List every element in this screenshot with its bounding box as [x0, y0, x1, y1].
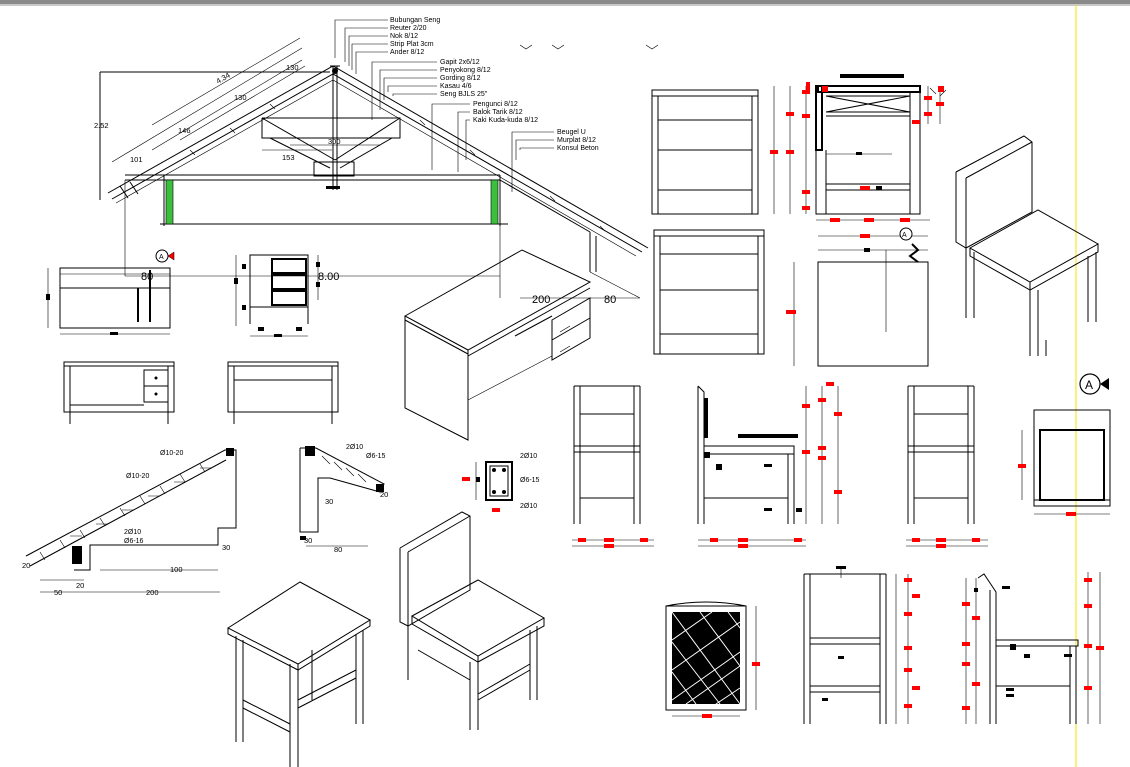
- window-top-border-shade: [0, 4, 1130, 6]
- section-marker-label: A: [1085, 378, 1093, 392]
- chair-plan-top: A: [1018, 373, 1111, 516]
- stair-label-a: Ø10-20: [160, 450, 183, 457]
- woven-seat-detail: [665, 601, 760, 718]
- label-nok: Nok 8/12: [390, 33, 418, 40]
- stair-top-beam: [226, 448, 234, 456]
- dim-130-b: 130: [234, 93, 247, 102]
- label-kaki-kuda-kuda: Kaki Kuda-kuda 8/12: [473, 117, 538, 124]
- dim-153: 153: [282, 153, 295, 162]
- label-gording: Gording 8/12: [440, 75, 481, 82]
- stair-dim-20-a: 20: [22, 561, 30, 570]
- right-wall-post: [490, 179, 499, 225]
- desk-3d-view: [403, 180, 641, 441]
- label-gapit: Gapit 2x6/12: [440, 59, 480, 66]
- roof-truss-section: 4.34 130 130 146 101 2.52 300 153 Bubung…: [94, 17, 649, 272]
- stair-label-e: 2Ø10: [346, 444, 363, 451]
- cabinet-elevation-side: [653, 229, 765, 355]
- dim-101: 101: [130, 155, 143, 164]
- chair-elevation-side-1: [697, 382, 842, 548]
- stair-dim-30-c: 30: [304, 536, 312, 545]
- desk-dim-800: 8.00: [318, 271, 339, 283]
- stair-label-b: Ø10-20: [126, 473, 149, 480]
- stair-label-c: 2Ø10: [124, 529, 141, 536]
- stair-label-d: Ø6-16: [124, 538, 144, 545]
- beam-label-i: 2Ø10: [520, 503, 537, 510]
- beam-label-g: 2Ø10: [520, 453, 537, 460]
- desk-dim-200: 200: [532, 294, 550, 306]
- cabinet-section: [770, 74, 947, 222]
- dim-300: 300: [328, 137, 341, 146]
- dim-252: 2.52: [94, 121, 109, 130]
- label-murplat: Murplat 8/12: [557, 137, 596, 144]
- label-ander: Ander 8/12: [390, 49, 424, 56]
- stair-dim-30-b: 30: [325, 497, 333, 506]
- label-penyokong: Penyokong 8/12: [440, 67, 491, 74]
- chair-elevation-back-1: [906, 385, 988, 548]
- table-3d-view: [226, 581, 372, 767]
- cabinet-plan: A: [786, 227, 929, 367]
- beam-cross-section: 2Ø10 Ø6-15 2Ø10: [462, 453, 540, 512]
- dim-130-a: 130: [286, 63, 299, 72]
- label-strip-plat: Strip Plat 3cm: [390, 41, 434, 48]
- desk-dim-80-b: 80: [604, 294, 616, 306]
- label-beugel: Beugel U: [557, 129, 586, 136]
- stair-dim-80: 80: [334, 545, 342, 554]
- chair-elevation-front-2: [803, 566, 920, 724]
- label-bubungan-seng: Bubungan Seng: [390, 17, 440, 24]
- stair-dim-100: 100: [170, 565, 183, 574]
- desk-dim-80-a: 80: [141, 271, 153, 283]
- stair-detail-small: 2Ø10 Ø6-15 30 30 80 20: [299, 444, 388, 554]
- stair-dim-30-a: 30: [222, 543, 230, 552]
- svg-text:A: A: [159, 254, 164, 261]
- label-balok-tarik: Balok Tarik 8/12: [473, 109, 523, 116]
- label-kasau: Kasau 4/6: [440, 83, 472, 90]
- beam-label-h: Ø6-15: [520, 477, 540, 484]
- stair-label-f: Ø6-15: [366, 453, 386, 460]
- label-seng: Seng BJLS 25": [440, 91, 488, 98]
- chair-3d-top-right: [955, 135, 1100, 356]
- left-wall-post: [165, 179, 174, 225]
- svg-text:A: A: [902, 232, 907, 239]
- section-marker-a-desk: A: [155, 249, 175, 263]
- dim-146: 146: [178, 126, 191, 135]
- stair-dim-20-c: 20: [380, 490, 388, 499]
- cabinet-elevation-front: [651, 89, 759, 215]
- chair-elevation-side-2: [962, 572, 1104, 724]
- label-konsul-beton: Konsul Beton: [557, 145, 599, 152]
- chair-3d-bottom: [399, 511, 546, 730]
- stair-dim-200: 200: [146, 588, 159, 597]
- stair-footing: [72, 546, 82, 564]
- label-reuter: Reuter 2/20: [390, 25, 427, 32]
- chair-elevation-front-1: [572, 385, 654, 548]
- stair-dim-20-b: 20: [76, 581, 84, 590]
- stair-dim-50: 50: [54, 588, 62, 597]
- stair-section: Ø10-20 Ø10-20 2Ø10 Ø6-16 20 30 100 20 50…: [22, 448, 237, 597]
- desk-elevation-group: [46, 180, 500, 424]
- window-top-border: [0, 0, 1130, 4]
- label-pengunci: Pengunci 8/12: [473, 101, 518, 108]
- stray-chevron-marks: [519, 44, 659, 50]
